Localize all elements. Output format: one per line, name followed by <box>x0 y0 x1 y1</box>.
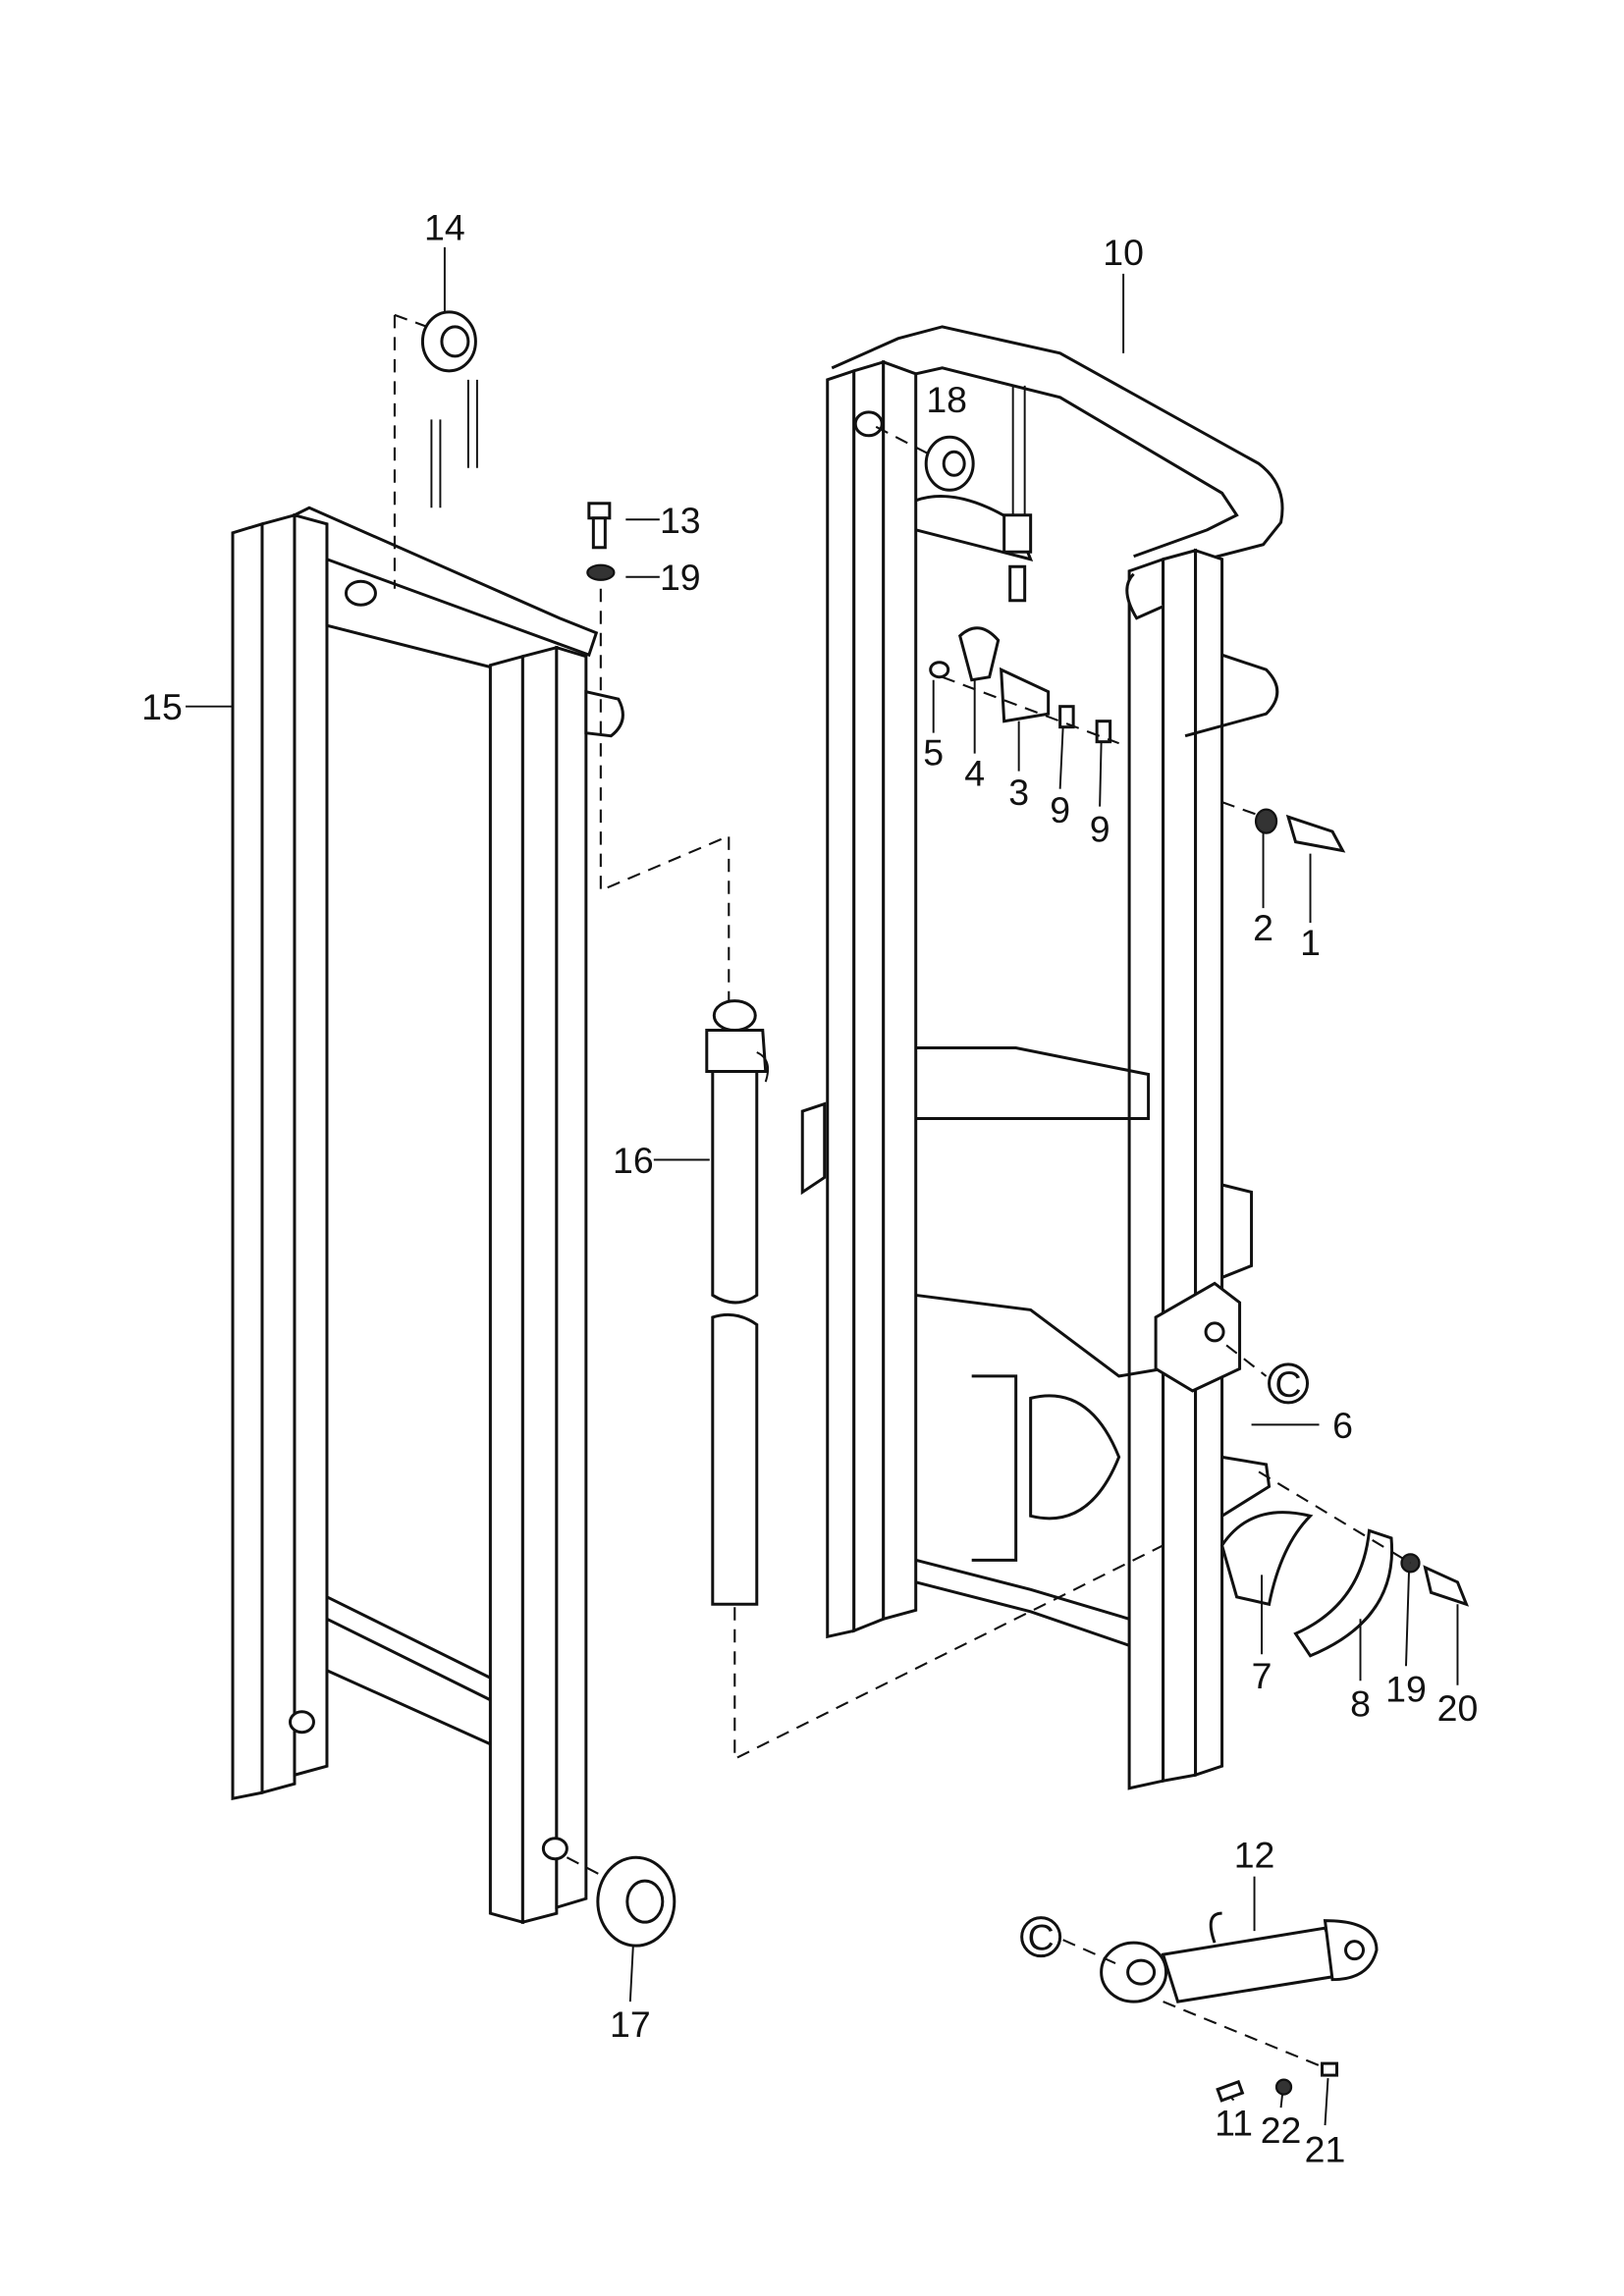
callout-16: 16 <box>613 1140 654 1181</box>
callout-6: 6 <box>1332 1405 1353 1446</box>
outer-mast-frame <box>231 506 624 1925</box>
callout-20: 20 <box>1437 1687 1479 1729</box>
callout-2: 2 <box>1253 907 1273 948</box>
lift-cylinder-16 <box>705 999 769 1606</box>
callout-9: 9 <box>1050 789 1070 830</box>
callout-11: 11 <box>1215 2103 1253 2144</box>
callout-4: 4 <box>964 753 985 794</box>
callout-17: 17 <box>610 2003 651 2045</box>
assembly-guide-lines <box>393 313 1412 2069</box>
bolt-13 <box>586 502 616 581</box>
lift-chains <box>430 379 1033 603</box>
callout-8: 8 <box>1350 1682 1371 1724</box>
callout-21: 21 <box>1305 2129 1346 2170</box>
leader-lines <box>186 246 1459 2126</box>
callout-c-lower: C <box>1028 1917 1055 1958</box>
callout-c-upper: C <box>1275 1363 1302 1405</box>
callout-1: 1 <box>1300 922 1321 963</box>
tilt-cylinder-12 <box>1100 1911 1379 2103</box>
callout-12: 12 <box>1234 1835 1275 1876</box>
callout-7: 7 <box>1252 1655 1272 1696</box>
callout-labels: 14 10 18 13 19 15 5 4 3 9 9 2 1 16 C 6 7… <box>141 206 1478 2169</box>
callout-10: 10 <box>1103 232 1144 273</box>
callout-22: 22 <box>1261 2109 1302 2151</box>
callout-5: 5 <box>923 732 944 774</box>
callout-18: 18 <box>926 379 967 420</box>
chain-sheave-14 <box>420 310 477 373</box>
callout-9-second: 9 <box>1090 809 1110 850</box>
reference-circle-c-lower <box>1020 1916 1062 1958</box>
inner-mast-frame <box>800 325 1284 1790</box>
callout-3: 3 <box>1008 772 1029 813</box>
callout-13: 13 <box>660 500 701 541</box>
callout-14: 14 <box>424 206 465 247</box>
callout-19-second: 19 <box>1385 1668 1427 1709</box>
small-hardware <box>929 626 1346 853</box>
roller-17 <box>596 1855 677 1948</box>
reference-circle-c-upper <box>1268 1362 1310 1405</box>
chain-sheave-18 <box>924 435 975 492</box>
trunnion-cap <box>1219 1511 1470 1658</box>
callout-19: 19 <box>660 557 701 598</box>
callout-15: 15 <box>141 686 183 727</box>
